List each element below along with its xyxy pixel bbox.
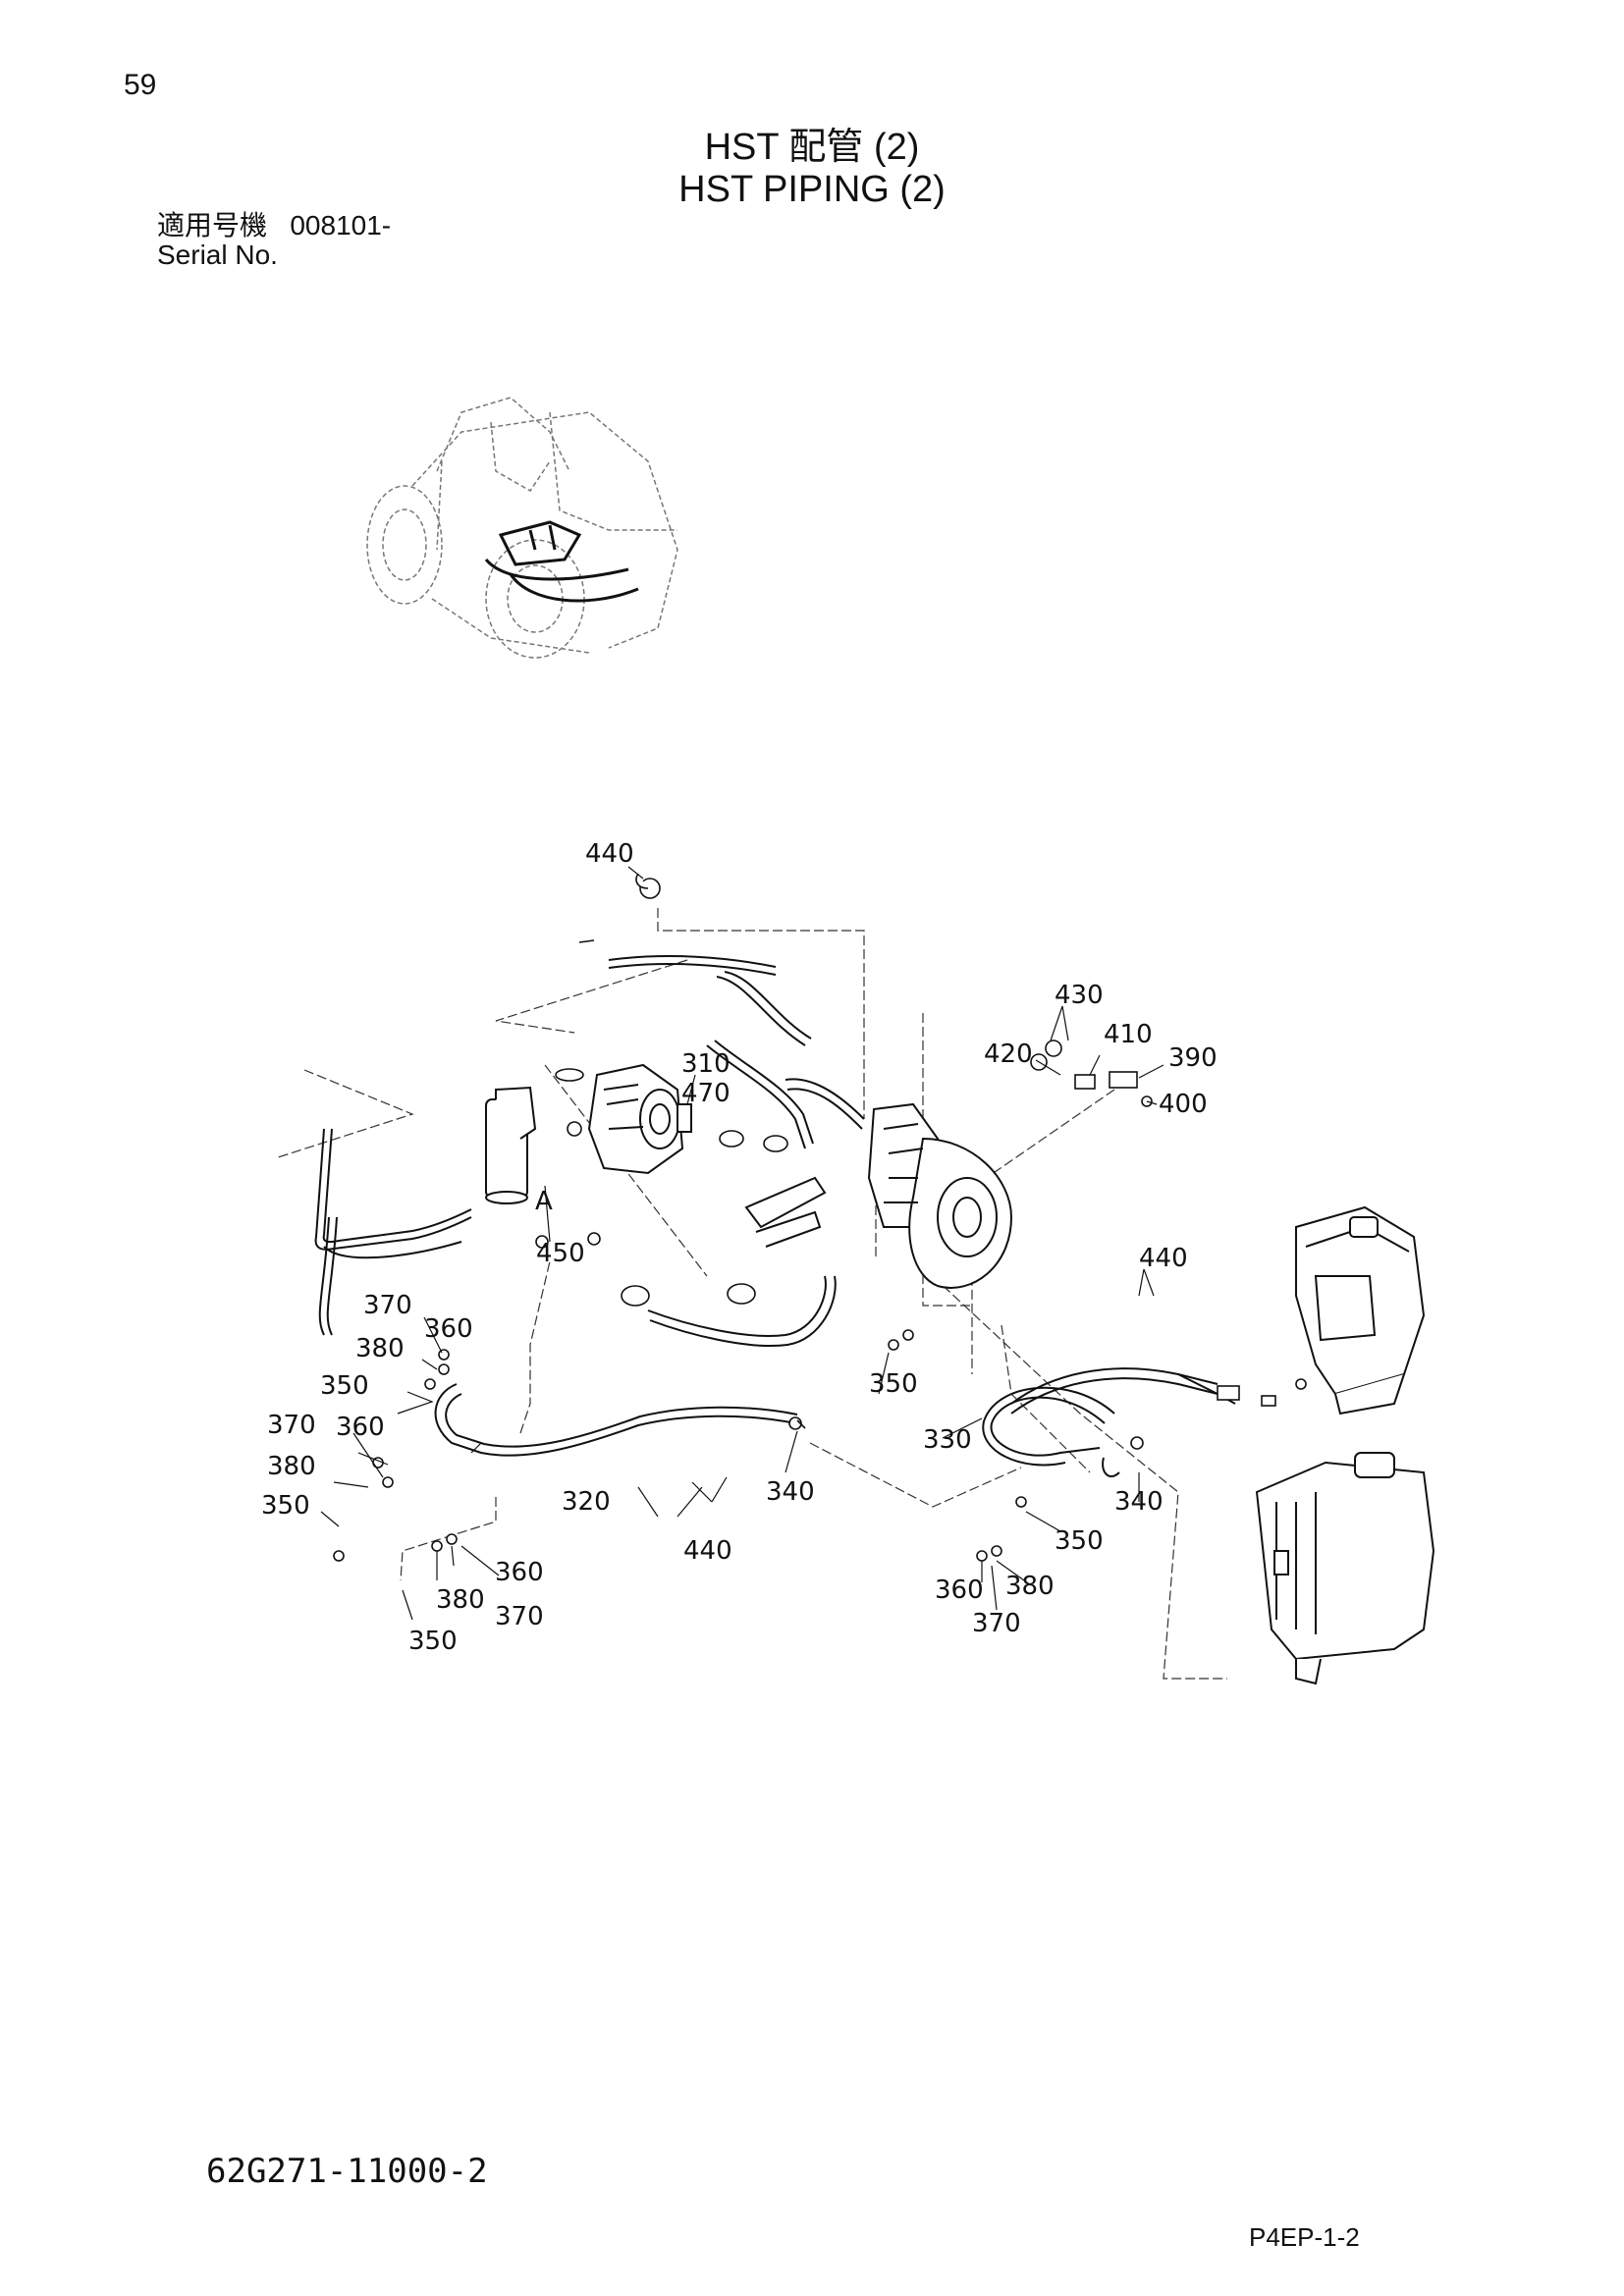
serial-label-japanese: 適用号機: [157, 210, 268, 240]
callout-label: 310: [681, 1049, 731, 1079]
machine-overview-highlight: [484, 520, 639, 603]
callout-label: 350: [869, 1369, 918, 1399]
callout-label: 360: [495, 1558, 544, 1587]
callout-label: 390: [1168, 1043, 1218, 1073]
oil-filter: [485, 1086, 537, 1204]
callout-label: 440: [683, 1536, 732, 1566]
hydraulic-tank: [1295, 1205, 1426, 1415]
callout-label: 410: [1104, 1020, 1153, 1049]
callout-label: 380: [436, 1585, 485, 1615]
callout-labels: 440 310 470 430 410 420 390 400 A 450 37…: [261, 839, 1218, 1656]
callout-label: 360: [935, 1575, 984, 1605]
callout-label: 350: [408, 1627, 458, 1656]
callout-label: 430: [1055, 981, 1104, 1010]
document-code: 62G271-11000-2: [206, 2152, 488, 2191]
callout-label: 350: [320, 1371, 369, 1401]
hose-lines: [314, 955, 1236, 1477]
hst-pump: [867, 1102, 1013, 1289]
callout-label: 350: [1055, 1526, 1104, 1556]
callout-label: 330: [923, 1425, 972, 1455]
page-number: 59: [124, 69, 157, 101]
serial-label-english: Serial No.: [157, 240, 278, 270]
hose-bracket: [744, 1176, 827, 1248]
callout-label: 370: [495, 1602, 544, 1631]
oil-cooler-radiator: [1255, 1452, 1435, 1685]
serial-number-row: 適用号機 008101-: [157, 204, 391, 243]
callout-label: 440: [1139, 1244, 1188, 1273]
callout-label: 370: [363, 1291, 412, 1320]
machine-overview-illustration: [366, 397, 678, 659]
callout-label: 340: [1114, 1487, 1164, 1517]
callout-label: 360: [336, 1413, 385, 1442]
page-title-japanese: HST 配管 (2): [704, 127, 920, 168]
hst-motor: [587, 1063, 692, 1175]
callout-label: 470: [681, 1079, 731, 1108]
callout-label: 380: [1005, 1572, 1055, 1601]
page-code: P4EP-1-2: [1249, 2222, 1360, 2252]
callout-label: 420: [984, 1040, 1033, 1069]
callout-leader-lines: [320, 866, 1164, 1621]
callout-label: 380: [355, 1334, 405, 1363]
callout-label: 360: [424, 1314, 473, 1344]
page-title-english: HST PIPING (2): [678, 169, 946, 210]
callout-label: A: [535, 1187, 553, 1216]
serial-value: 008101-: [290, 210, 392, 240]
fittings-and-clamps: [333, 873, 1307, 1562]
callout-label: 370: [972, 1609, 1021, 1638]
callout-label: 320: [562, 1487, 611, 1517]
callout-label: 400: [1159, 1090, 1208, 1119]
callout-label: 340: [766, 1477, 815, 1507]
callout-label: 370: [267, 1411, 316, 1440]
callout-label: 450: [536, 1239, 585, 1268]
callout-label: 440: [585, 839, 634, 869]
callout-label: 350: [261, 1491, 310, 1521]
callout-label: 380: [267, 1452, 316, 1481]
